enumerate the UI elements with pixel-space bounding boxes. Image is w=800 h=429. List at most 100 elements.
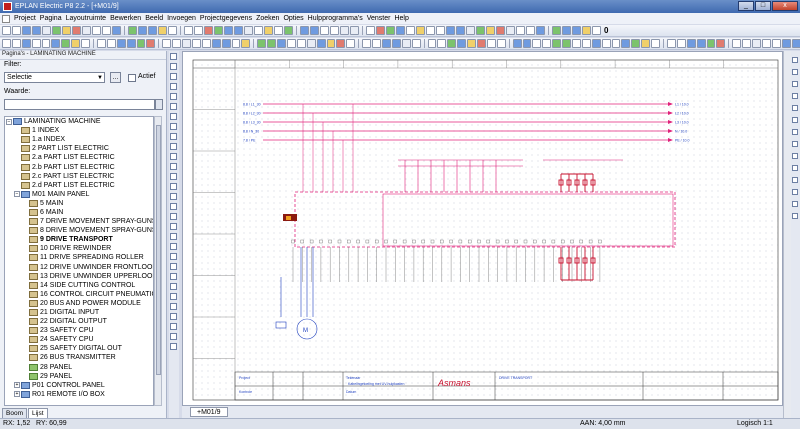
toolbar-button-icon[interactable]	[231, 39, 241, 48]
tree-item[interactable]: 10 DRIVE REWINDER	[5, 244, 153, 253]
toolbar-button-icon[interactable]	[204, 26, 213, 35]
tool-button-icon[interactable]	[170, 73, 177, 80]
toolbar-button-icon[interactable]	[296, 39, 306, 48]
tab-page-m01-9[interactable]: +M01/9	[190, 407, 228, 417]
tool-button-icon[interactable]	[170, 213, 177, 220]
tree-item[interactable]: 6 MAIN	[5, 208, 153, 217]
tree-item[interactable]: 24 SAFETY CPU	[5, 335, 153, 344]
toolbar-button-icon[interactable]	[436, 26, 445, 35]
toolbar-button-icon[interactable]	[581, 39, 591, 48]
toolbar-button-icon[interactable]	[401, 39, 411, 48]
toolbar-button-icon[interactable]	[506, 26, 515, 35]
tool-button-icon[interactable]	[792, 177, 798, 183]
toolbar-button-icon[interactable]	[716, 39, 726, 48]
toolbar-button-icon[interactable]	[706, 39, 716, 48]
toolbar-button-icon[interactable]	[340, 26, 349, 35]
toolbar-button-icon[interactable]	[306, 39, 316, 48]
toolbar-button-icon[interactable]	[316, 39, 326, 48]
toolbar-button-icon[interactable]	[522, 39, 532, 48]
toolbar-button-icon[interactable]	[52, 26, 61, 35]
toolbar-button-icon[interactable]	[742, 39, 752, 48]
toolbar-button-icon[interactable]	[732, 39, 742, 48]
tool-button-icon[interactable]	[792, 129, 798, 135]
tool-button-icon[interactable]	[170, 233, 177, 240]
tool-button-icon[interactable]	[170, 323, 177, 330]
toolbar-button-icon[interactable]	[486, 39, 496, 48]
toolbar-button-icon[interactable]	[116, 39, 126, 48]
toolbar-button-icon[interactable]	[257, 39, 267, 48]
toolbar-button-icon[interactable]	[416, 26, 425, 35]
tool-button-icon[interactable]	[170, 283, 177, 290]
toolbar-button-icon[interactable]	[2, 39, 11, 48]
tool-button-icon[interactable]	[170, 163, 177, 170]
toolbar-button-icon[interactable]	[781, 39, 791, 48]
toolbar-button-icon[interactable]	[300, 26, 309, 35]
toolbar-button-icon[interactable]	[641, 39, 651, 48]
tool-button-icon[interactable]	[792, 201, 798, 207]
toolbar-button-icon[interactable]	[310, 26, 319, 35]
toolbar-button-icon[interactable]	[406, 26, 415, 35]
toolbar-button-icon[interactable]	[31, 39, 41, 48]
filter-browse-button[interactable]: ...	[110, 72, 121, 83]
toolbar-button-icon[interactable]	[446, 26, 455, 35]
tool-button-icon[interactable]	[792, 57, 798, 63]
menu-project[interactable]: Project	[14, 15, 36, 22]
toolbar-button-icon[interactable]	[184, 26, 193, 35]
scrollbar-thumb[interactable]	[156, 125, 161, 375]
toolbar-button-icon[interactable]	[182, 39, 191, 48]
toolbar-button-icon[interactable]	[32, 26, 41, 35]
toolbar-button-icon[interactable]	[396, 26, 405, 35]
collapse-icon[interactable]: −	[6, 118, 12, 125]
toolbar-button-icon[interactable]	[752, 39, 761, 48]
toolbar-button-icon[interactable]	[346, 39, 356, 48]
toolbar-button-icon[interactable]	[112, 26, 121, 35]
tool-button-icon[interactable]	[792, 141, 798, 147]
toolbar-button-icon[interactable]	[267, 39, 277, 48]
toolbar-button-icon[interactable]	[466, 26, 475, 35]
toolbar-button-icon[interactable]	[631, 39, 641, 48]
toolbar-button-icon[interactable]	[437, 39, 447, 48]
toolbar-button-icon[interactable]	[591, 39, 601, 48]
tool-button-icon[interactable]	[792, 69, 798, 75]
canvas-vertical-scrollbar[interactable]	[783, 51, 791, 418]
expand-icon[interactable]: +	[14, 391, 20, 398]
minimize-button[interactable]: _	[738, 1, 754, 11]
toolbar-button-icon[interactable]	[41, 39, 51, 48]
toolbar-button-icon[interactable]	[51, 39, 61, 48]
tree-item[interactable]: 22 DIGITAL OUTPUT	[5, 317, 153, 326]
tool-button-icon[interactable]	[170, 193, 177, 200]
menu-bewerken[interactable]: Bewerken	[110, 15, 142, 22]
tree-item[interactable]: +P01 CONTROL PANEL	[5, 381, 153, 390]
toolbar-button-icon[interactable]	[82, 26, 91, 35]
toolbar-button-icon[interactable]	[512, 39, 522, 48]
tool-button-icon[interactable]	[792, 93, 798, 99]
tree-item[interactable]: −LAMINATING MACHINE	[5, 117, 153, 126]
menu-projectgegevens[interactable]: Projectgegevens	[199, 15, 253, 22]
tool-button-icon[interactable]	[792, 213, 798, 219]
toolbar-button-icon[interactable]	[97, 39, 106, 48]
toolbar-button-icon[interactable]	[526, 26, 535, 35]
toolbar-button-icon[interactable]	[11, 39, 21, 48]
menu-venster[interactable]: Venster	[366, 15, 391, 22]
tool-button-icon[interactable]	[170, 133, 177, 140]
tool-button-icon[interactable]	[170, 313, 177, 320]
toolbar-button-icon[interactable]	[572, 39, 581, 48]
tool-button-icon[interactable]	[170, 53, 177, 60]
tool-button-icon[interactable]	[792, 189, 798, 195]
toolbar-button-icon[interactable]	[81, 39, 91, 48]
tool-button-icon[interactable]	[792, 153, 798, 159]
tree-item[interactable]: 20 BUS AND POWER MODULE	[5, 299, 153, 308]
tree-item[interactable]: 1.a INDEX	[5, 135, 153, 144]
toolbar-button-icon[interactable]	[621, 39, 631, 48]
toolbar-button-icon[interactable]	[362, 39, 372, 48]
tree-item[interactable]: 16 CONTROL CIRCUIT PNEUMATIC VALVE	[5, 290, 153, 299]
toolbar-button-icon[interactable]	[168, 26, 177, 35]
toolbar-button-icon[interactable]	[102, 26, 111, 35]
menu-zoeken[interactable]: Zoeken	[256, 15, 280, 22]
toolbar-button-icon[interactable]	[138, 26, 147, 35]
toolbar-button-icon[interactable]	[12, 26, 21, 35]
toolbar-button-icon[interactable]	[241, 39, 251, 48]
expand-icon[interactable]: +	[14, 382, 20, 389]
tool-button-icon[interactable]	[170, 243, 177, 250]
